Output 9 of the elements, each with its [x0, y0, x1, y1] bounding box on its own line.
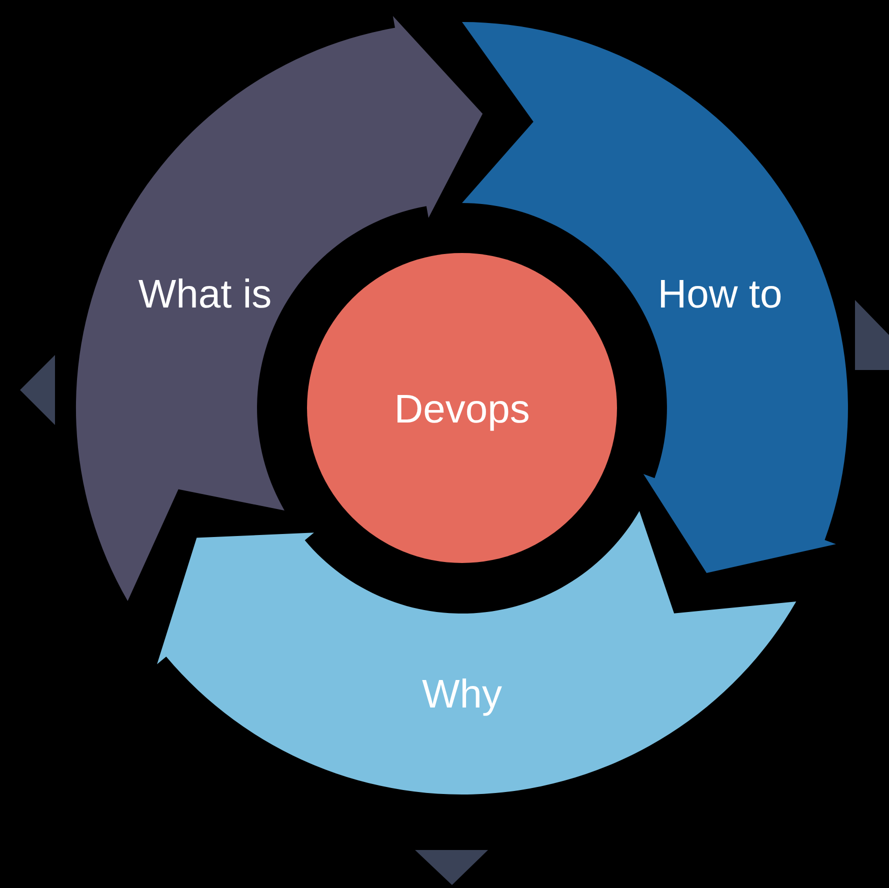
segment-label: Devops: [394, 388, 530, 432]
segment-label: Why: [422, 672, 502, 718]
segment-label: How to: [658, 272, 782, 318]
triangle-marker: [20, 355, 55, 425]
curved-arrow-segment: [157, 510, 796, 794]
segment-label: What is: [138, 272, 272, 318]
center-circle: [307, 253, 617, 563]
triangle-marker: [855, 300, 889, 370]
triangle-marker: [415, 850, 488, 885]
